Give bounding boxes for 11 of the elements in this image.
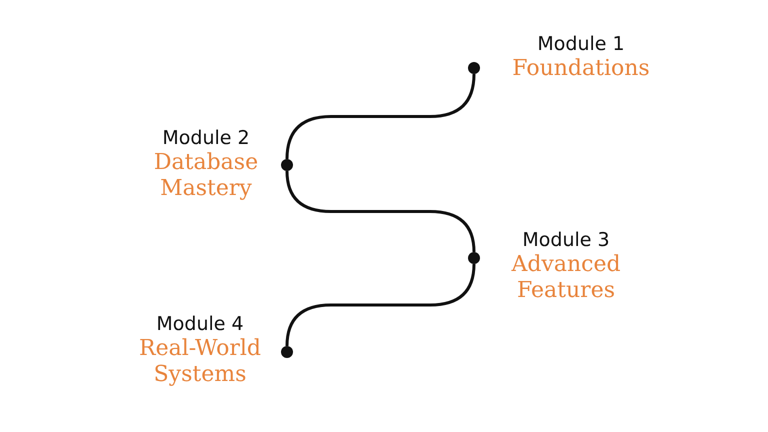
module-heading: Module 1 <box>536 32 626 56</box>
path-line <box>286 170 476 252</box>
module-heading: Module 3 <box>521 228 611 252</box>
module-heading: Module 2 <box>161 126 251 150</box>
module-heading: Module 4 <box>155 312 245 336</box>
module-title: Advanced Features <box>510 252 622 304</box>
path-line <box>286 74 476 160</box>
module-title: Foundations <box>511 56 651 82</box>
module-title: Real-World Systems <box>138 336 262 388</box>
path-line <box>286 264 476 346</box>
module-title: Database Mastery <box>152 150 260 202</box>
